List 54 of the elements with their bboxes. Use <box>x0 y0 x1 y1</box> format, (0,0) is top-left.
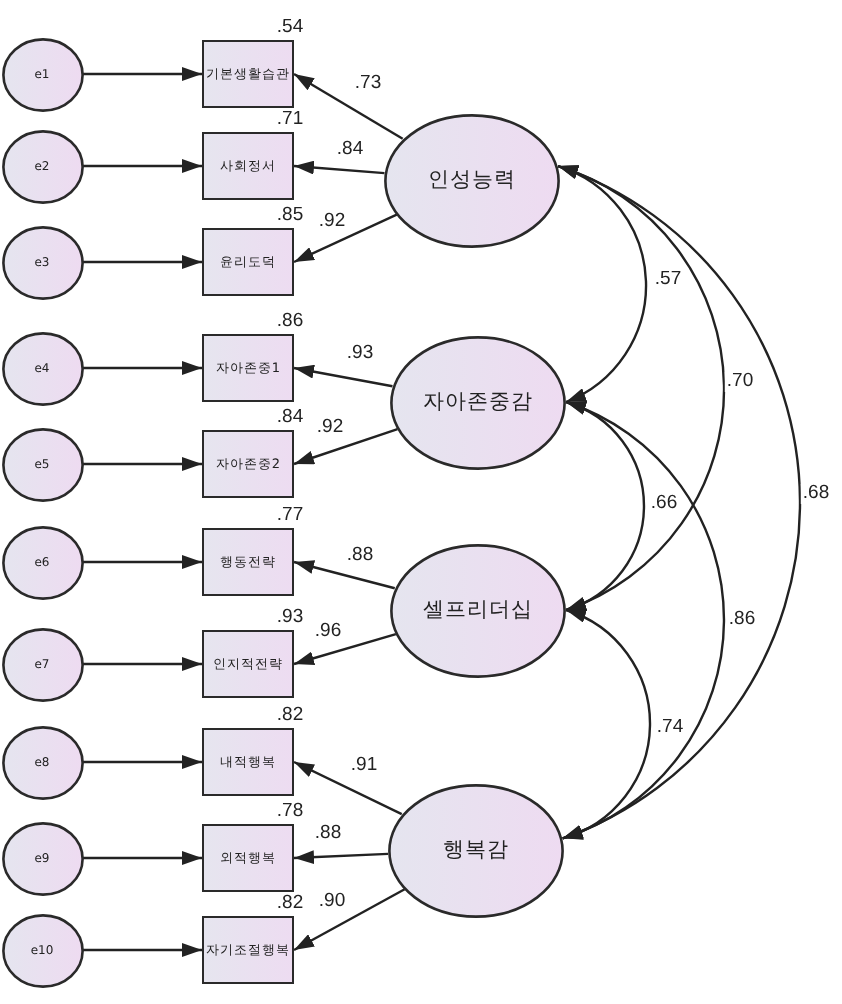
latent-ellipse: 자아존중감 <box>390 335 566 469</box>
value-label: .54 <box>274 18 306 38</box>
edge-label: .68 <box>800 484 832 504</box>
value-label: .86 <box>274 312 306 332</box>
arrow <box>293 888 406 952</box>
value-label: .71 <box>274 110 306 130</box>
edge-label: .66 <box>648 494 680 514</box>
edge-label: .88 <box>344 546 376 566</box>
arrow <box>83 159 202 173</box>
edge-label: .92 <box>314 418 346 438</box>
arrow <box>83 657 202 671</box>
value-label: .78 <box>274 802 306 822</box>
value-label: .93 <box>274 608 306 628</box>
arrow <box>293 364 393 388</box>
arrow <box>293 72 404 140</box>
arrow <box>83 255 202 269</box>
arrow <box>293 160 385 175</box>
value-label: .84 <box>274 408 306 428</box>
double-headed-arc <box>557 164 801 840</box>
value-label: .77 <box>274 506 306 526</box>
arrow <box>293 213 398 264</box>
double-headed-arc <box>562 400 725 840</box>
latent-ellipse: 셀프리더십 <box>390 543 566 677</box>
arrow <box>83 755 202 769</box>
double-headed-arc <box>565 400 646 612</box>
edge-label: .57 <box>652 270 684 290</box>
latent-ellipse: 인성능력 <box>384 113 560 247</box>
edge-label: .70 <box>724 372 756 392</box>
arrow <box>83 851 202 865</box>
value-label: .85 <box>274 206 306 226</box>
arrow <box>83 457 202 471</box>
edge-label: .90 <box>316 892 348 912</box>
double-headed-arc <box>562 608 652 840</box>
edge-label: .84 <box>334 140 366 160</box>
edge-label: .93 <box>344 344 376 364</box>
arrow <box>83 361 202 375</box>
arrow <box>293 760 403 816</box>
arrow <box>83 555 202 569</box>
arrow <box>83 67 202 81</box>
arrow <box>83 943 202 957</box>
edge-label: .74 <box>654 718 686 738</box>
value-label: .82 <box>274 706 306 726</box>
edge-label: .86 <box>726 610 758 630</box>
edge-label: .92 <box>316 212 348 232</box>
edge-label: .91 <box>348 756 380 776</box>
edge-label: .96 <box>312 622 344 642</box>
arrow <box>293 850 389 865</box>
arrow <box>293 428 398 466</box>
latent-ellipse: 행복감 <box>388 783 564 917</box>
value-label: .82 <box>274 894 306 914</box>
arrow <box>293 632 397 666</box>
edge-label: .88 <box>312 824 344 844</box>
edge-label: .73 <box>352 74 384 94</box>
arrow <box>293 560 396 590</box>
